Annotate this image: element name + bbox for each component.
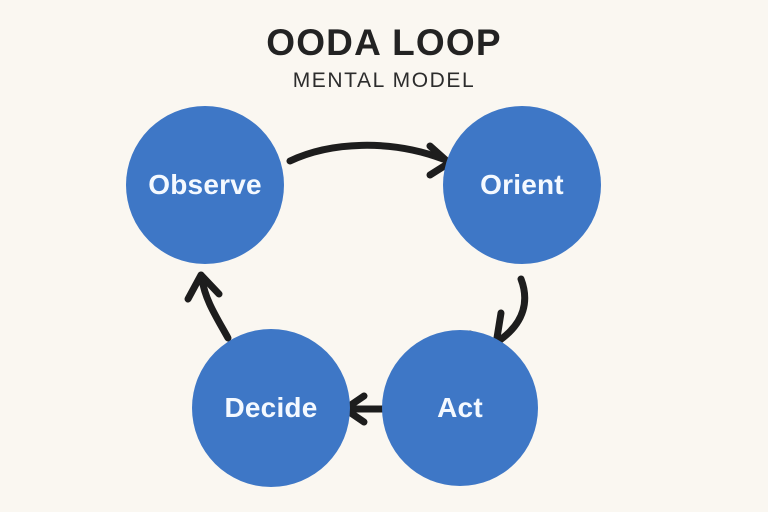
- node-orient[interactable]: Orient: [443, 106, 601, 264]
- node-decide[interactable]: Decide: [192, 329, 350, 487]
- node-orient-label: Orient: [480, 169, 564, 200]
- node-observe[interactable]: Observe: [126, 106, 284, 264]
- arrow-decide-to-observe: [184, 271, 232, 342]
- header-block: OODA LOOP MENTAL MODEL: [0, 22, 768, 94]
- node-decide-label: Decide: [224, 392, 318, 423]
- arrow-observe-to-orient: [286, 141, 453, 179]
- page-subtitle: MENTAL MODEL: [292, 69, 476, 92]
- arrow-act-to-decide: [341, 392, 389, 426]
- node-observe-label: Observe: [148, 169, 262, 200]
- page-title: OODA LOOP: [266, 22, 502, 63]
- node-act-label: Act: [437, 392, 483, 423]
- node-act[interactable]: Act: [382, 330, 538, 486]
